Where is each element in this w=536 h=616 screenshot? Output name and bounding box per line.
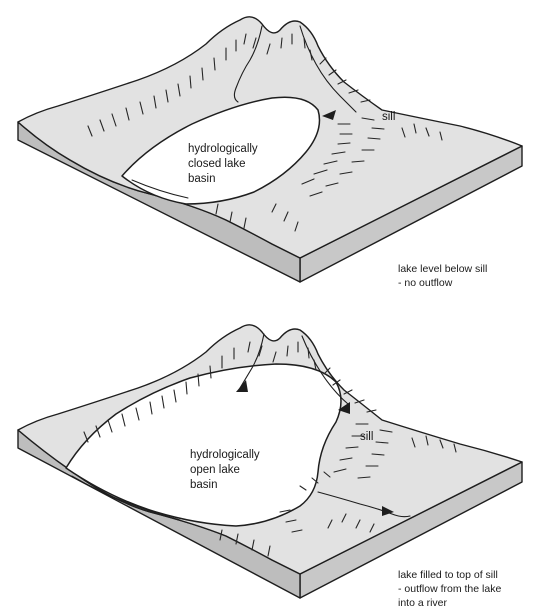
open-basin-block [18,325,522,598]
closed-caption-line-1: lake level below sill [398,263,487,275]
open-lake-label-line-3: basin [190,479,218,491]
closed-sill-label: sill [382,111,395,123]
open-sill-label: sill [360,431,373,443]
open-caption-line-3: into a river [398,597,448,609]
closed-lake-label-line-3: basin [188,173,216,185]
open-lake-label-line-1: hydrologically [190,449,260,461]
closed-lake-label-line-1: hydrologically [188,143,258,155]
open-lake-surface [66,364,341,526]
open-caption-line-2: - outflow from the lake [398,583,501,595]
closed-caption-line-2: - no outflow [398,277,453,289]
open-lake-label-line-2: open lake [190,464,240,476]
closed-lake-label-line-2: closed lake [188,158,246,170]
closed-basin-block [18,17,522,282]
open-caption-line-1: lake filled to top of sill [398,569,498,581]
